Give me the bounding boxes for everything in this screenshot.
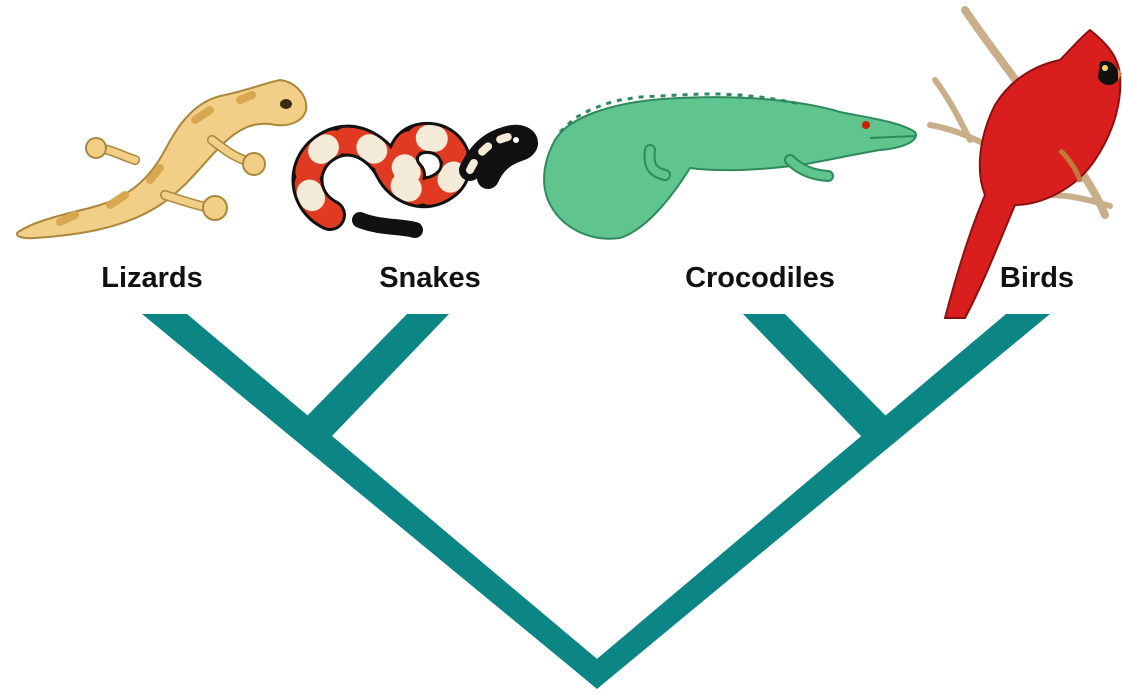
- lizard-illustration-icon: [17, 80, 306, 238]
- taxon-label-lizards: Lizards: [101, 262, 203, 295]
- taxon-label-crocodiles: Crocodiles: [685, 262, 835, 295]
- snake-illustration-icon: [308, 136, 527, 230]
- taxon-label-snakes: Snakes: [379, 262, 481, 295]
- root-stem: [579, 674, 615, 689]
- taxon-label-birds: Birds: [1000, 262, 1074, 295]
- branch-crocodiles: [743, 314, 888, 437]
- tree-branches: [142, 314, 1050, 689]
- branch-snakes: [305, 314, 449, 436]
- crocodile-illustration-icon: [544, 94, 916, 239]
